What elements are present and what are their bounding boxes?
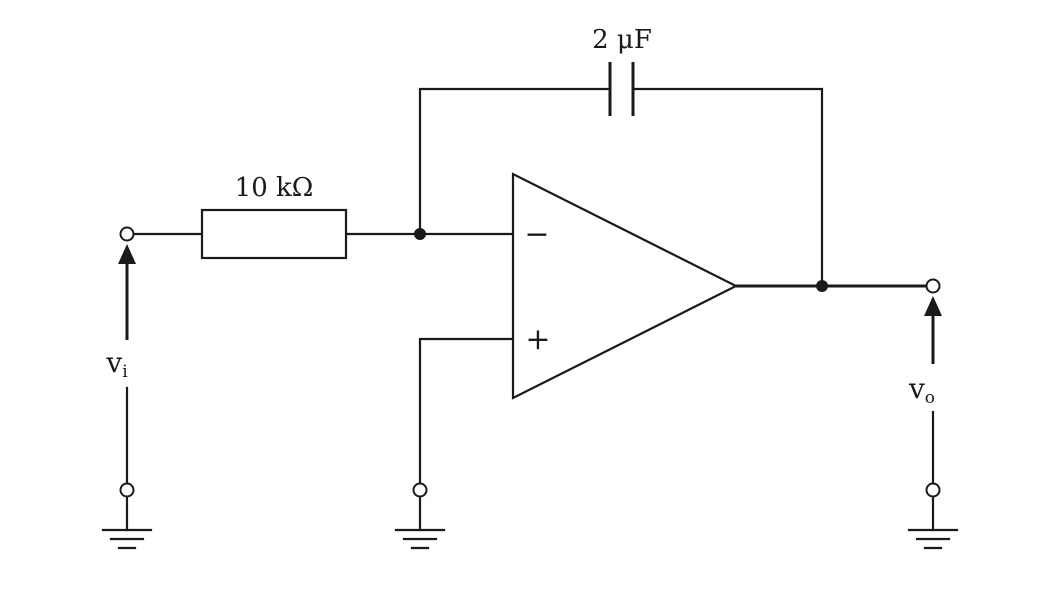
input-voltage-arrow — [118, 244, 136, 485]
opamp-triangle — [511, 172, 739, 400]
noninverting-input-symbol: + — [525, 322, 550, 357]
output-ground-symbol — [907, 495, 959, 550]
output-voltage-arrow — [924, 296, 942, 485]
feedback-path — [418, 87, 824, 288]
output-ground-terminal — [925, 482, 941, 498]
noninverting-ground-terminal — [412, 482, 428, 498]
input-voltage-label: vi — [105, 346, 128, 382]
capacitor — [608, 62, 635, 116]
resistor-label: 10 kΩ — [235, 173, 314, 203]
input-terminal — [119, 226, 135, 242]
input-ground-terminal — [119, 482, 135, 498]
summing-junction-node — [414, 228, 426, 240]
resistor — [200, 208, 348, 260]
output-node — [816, 280, 828, 292]
noninverting-ground-symbol — [394, 495, 446, 550]
noninverting-wire — [418, 337, 515, 486]
inverting-input-symbol: − — [524, 217, 549, 252]
input-ground-symbol — [101, 495, 153, 550]
output-voltage-label: vo — [908, 372, 935, 408]
capacitor-label: 2 μF — [592, 25, 652, 55]
output-terminal — [925, 278, 941, 294]
